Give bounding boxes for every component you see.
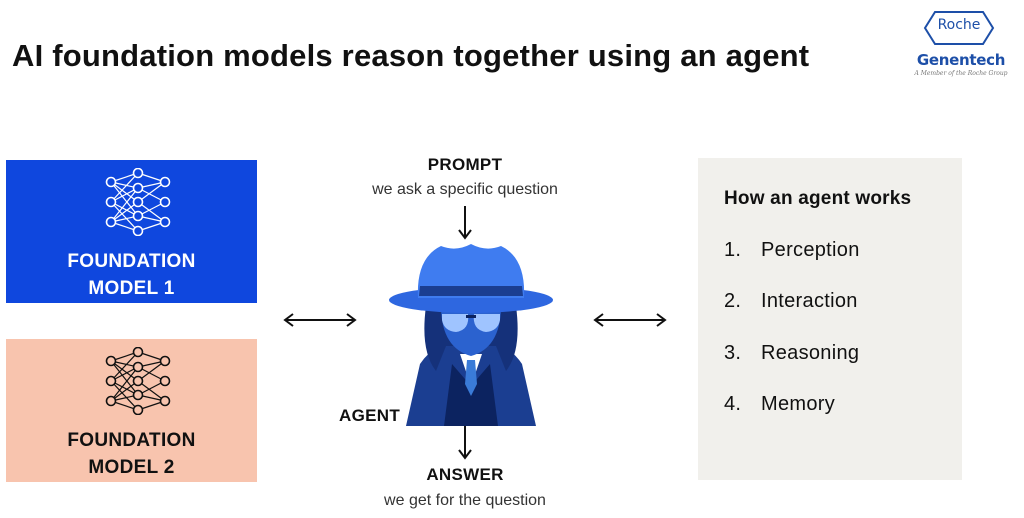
how-item-label: Interaction (761, 290, 858, 312)
foundation-model-2-label: FOUNDATION MODEL 2 (67, 430, 196, 478)
double-arrow-icon (283, 313, 357, 327)
how-item-interaction: 2. Interaction (724, 290, 858, 313)
neural-network-icon (105, 168, 171, 236)
how-item-label: Memory (761, 393, 836, 415)
how-item-number: 3. (724, 342, 742, 364)
roche-hexagon-icon (923, 11, 995, 45)
logo-genentech-text: Genentech (916, 51, 1006, 69)
foundation-model-2-box: FOUNDATION MODEL 2 (6, 339, 257, 482)
detective-agent-icon (389, 244, 553, 426)
down-arrow-icon (458, 426, 472, 460)
answer-title: ANSWER (426, 465, 504, 484)
how-item-memory: 4. Memory (724, 393, 835, 416)
how-agent-works-panel: How an agent works 1. Perception 2. Intera… (698, 158, 962, 480)
answer-subtitle: we get for the question (384, 492, 546, 509)
how-item-number: 1. (724, 239, 742, 261)
how-item-label: Perception (761, 239, 860, 261)
down-arrow-icon (458, 206, 472, 240)
slide-title: AI foundation models reason together usi… (12, 38, 810, 73)
logo-tagline: A Member of the Roche Group (914, 70, 1008, 77)
foundation-model-1-box: FOUNDATION MODEL 1 (6, 160, 257, 303)
logo-roche-text: Roche (937, 17, 981, 33)
foundation-model-1-label: FOUNDATION MODEL 1 (67, 251, 196, 299)
prompt-subtitle: we ask a specific question (372, 181, 558, 198)
how-item-perception: 1. Perception (724, 239, 860, 262)
prompt-title: PROMPT (427, 155, 503, 174)
how-item-number: 4. (724, 393, 742, 415)
how-agent-works-title: How an agent works (724, 188, 912, 209)
how-item-number: 2. (724, 290, 742, 312)
how-item-reasoning: 3. Reasoning (724, 342, 859, 365)
how-item-label: Reasoning (761, 342, 860, 364)
agent-label: AGENT (339, 406, 400, 425)
roche-genentech-logo: Roche Genentech A Member of the Roche Gr… (911, 10, 1011, 82)
double-arrow-icon (593, 313, 667, 327)
neural-network-icon (105, 347, 171, 415)
